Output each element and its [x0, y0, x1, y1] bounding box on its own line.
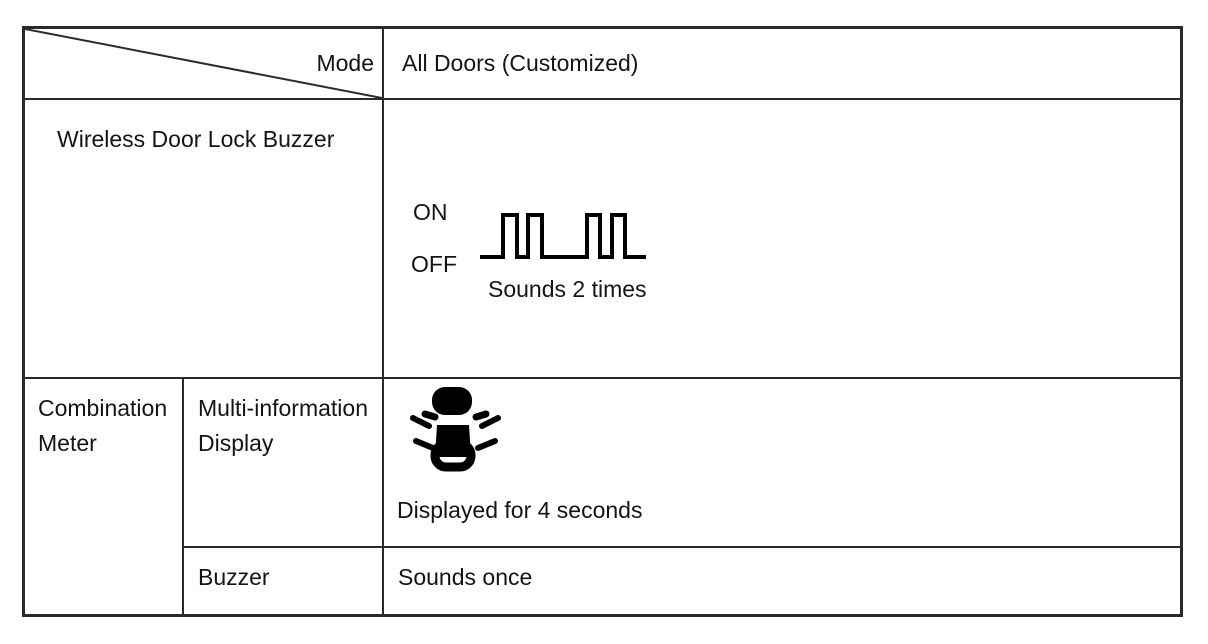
display-duration-text: Displayed for 4 seconds [397, 496, 643, 523]
buzzer-cell: Buzzer [184, 548, 384, 614]
multi-information-display-label: Multi-information Display [198, 395, 368, 456]
buzzer-value-text: Sounds once [398, 564, 533, 590]
waveform-on-label: ON [413, 199, 448, 225]
buzzer-label: Buzzer [198, 564, 270, 590]
multi-information-display-value-cell: Displayed for 4 seconds [384, 379, 1180, 548]
multi-information-display-cell: Multi-information Display [184, 379, 384, 548]
header-corner-cell: Mode [25, 29, 384, 100]
wireless-door-lock-buzzer-cell: Wireless Door Lock Buzzer [25, 100, 384, 379]
mode-value-cell: All Doors (Customized) [384, 29, 1180, 100]
mode-value-text: All Doors (Customized) [402, 50, 639, 77]
wireless-door-lock-buzzer-label: Wireless Door Lock Buzzer [57, 126, 335, 152]
buzzer-pulse-waveform-icon [480, 213, 646, 259]
door-ajar-warning-icon [410, 385, 1180, 483]
waveform-off-label: OFF [411, 251, 457, 277]
combination-meter-cell: Combination Meter [25, 379, 184, 614]
buzzer-value-cell: Sounds once [384, 548, 1180, 614]
waveform-caption: Sounds 2 times [488, 276, 647, 302]
wireless-buzzer-pattern-cell: ON OFF Sounds 2 times [384, 100, 1180, 379]
combination-meter-label: Combination Meter [38, 395, 168, 456]
diagonal-divider-line [25, 29, 382, 98]
door-lock-buzzer-spec-table: Mode All Doors (Customized) Wireless Doo… [22, 26, 1183, 617]
mode-header-label: Mode [316, 50, 374, 77]
